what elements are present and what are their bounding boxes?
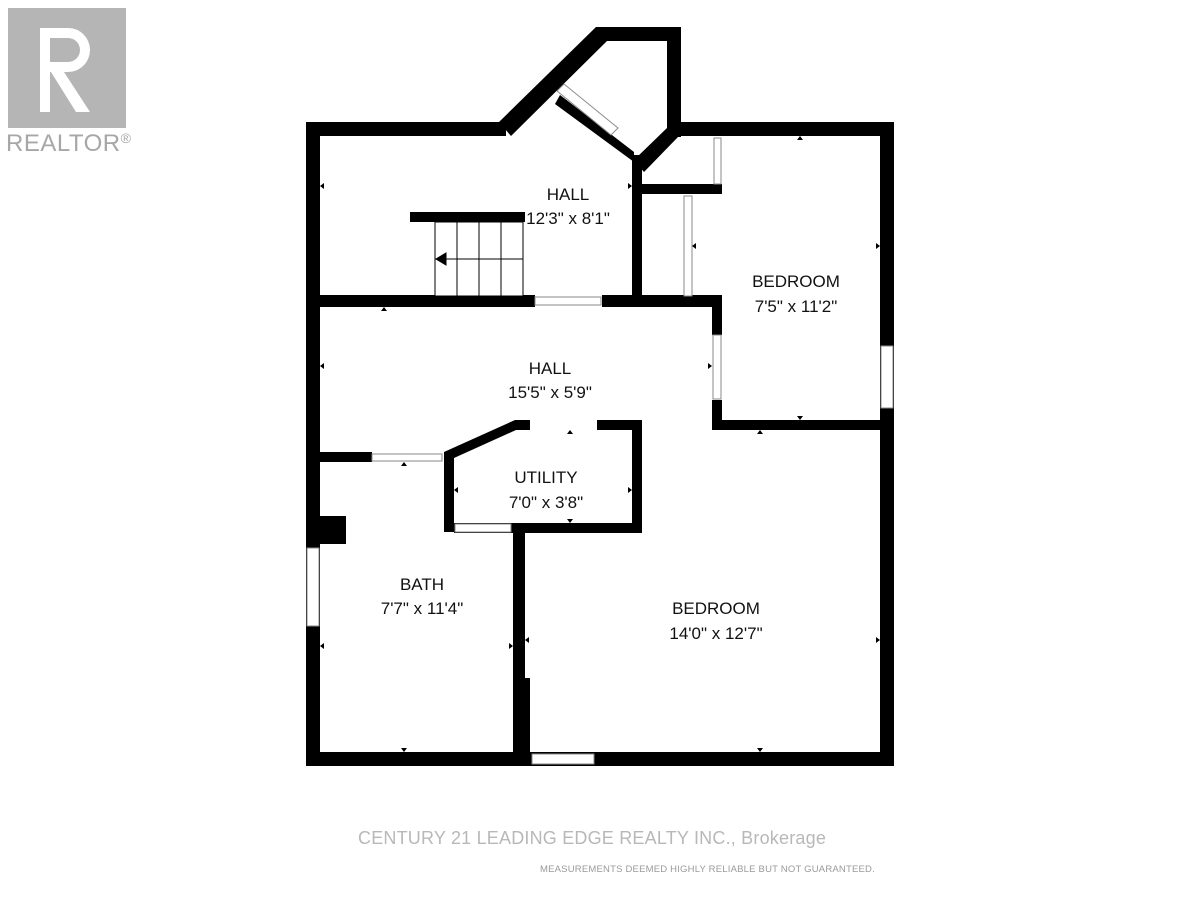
room-utility: UTILITY 7'0" x 3'8" xyxy=(509,468,583,512)
measurement-disclaimer: MEASUREMENTS DEEMED HIGHLY RELIABLE BUT … xyxy=(540,864,875,875)
room-hall-upper: HALL 12'3" x 8'1" xyxy=(526,185,610,228)
room-name: HALL xyxy=(529,359,572,378)
realtor-logo: REALTOR® xyxy=(0,0,140,170)
dimension-markers xyxy=(320,136,880,752)
staircase xyxy=(434,221,524,297)
brokerage-watermark: CENTURY 21 LEADING EDGE REALTY INC., Bro… xyxy=(358,828,827,848)
room-dimensions: 14'0" x 12'7" xyxy=(669,624,762,643)
room-bedroom-main: BEDROOM 14'0" x 12'7" xyxy=(669,599,762,643)
room-dimensions: 7'0" x 3'8" xyxy=(509,493,583,512)
room-name: HALL xyxy=(547,185,590,204)
room-bath: BATH 7'7" x 11'4" xyxy=(381,575,464,618)
room-dimensions: 15'5" x 5'9" xyxy=(508,383,592,402)
window xyxy=(306,547,320,627)
room-name: UTILITY xyxy=(514,468,577,487)
room-dimensions: 7'5" x 11'2" xyxy=(755,297,838,316)
openings xyxy=(306,83,894,765)
room-dimensions: 12'3" x 8'1" xyxy=(526,209,610,228)
realtor-r-logo-icon xyxy=(8,8,126,128)
room-name: BATH xyxy=(400,575,444,594)
stair-arrow-icon xyxy=(435,252,447,266)
room-bedroom-right: BEDROOM 7'5" x 11'2" xyxy=(752,272,840,316)
exterior-walls xyxy=(306,27,894,766)
room-dimensions: 7'7" x 11'4" xyxy=(381,599,464,618)
room-name: BEDROOM xyxy=(752,272,840,291)
window xyxy=(531,753,595,765)
window xyxy=(880,345,894,409)
room-name: BEDROOM xyxy=(672,599,760,618)
room-hall-middle: HALL 15'5" x 5'9" xyxy=(508,359,592,402)
interior-walls xyxy=(320,95,882,752)
realtor-logo-text: REALTOR® xyxy=(6,130,132,157)
